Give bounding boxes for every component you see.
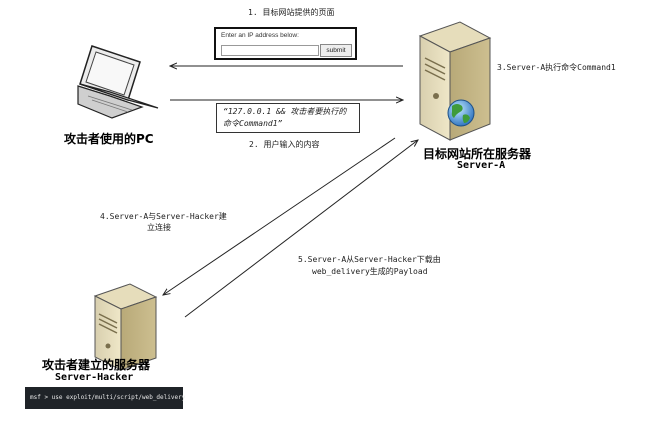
ip-input-form: Enter an IP address below: submit	[214, 27, 357, 60]
pc-title: 攻击者使用的PC	[64, 132, 154, 146]
arrow-hacker-to-server	[184, 140, 418, 318]
step-3-label: 3.Server-A执行命令Command1	[497, 63, 616, 72]
hacker-server-subtitle: Server-Hacker	[55, 372, 134, 383]
ip-address-input[interactable]	[221, 45, 319, 56]
step-2-label: 2. 用户输入的内容	[249, 140, 320, 149]
step-5-label-line-1: 5.Server-A从Server-Hacker下载由	[298, 255, 441, 264]
server-a-title: 目标网站所在服务器	[423, 147, 532, 161]
server-a-subtitle: Server-A	[457, 160, 506, 171]
server-hacker-icon	[93, 283, 158, 371]
step-4-label-line-2: 立连接	[147, 223, 171, 232]
arrow-server-to-hacker	[163, 137, 396, 295]
laptop-icon	[77, 45, 159, 119]
step-4-label-line-1: 4.Server-A与Server-Hacker建	[100, 212, 227, 221]
ip-form-label: Enter an IP address below:	[221, 32, 299, 39]
payload-box: “127.0.0.1 && 攻击者要执行的 命令Command1”	[216, 103, 360, 133]
hacker-server-title: 攻击者建立的服务器	[42, 358, 151, 372]
step-5-label-line-2: web_delivery生成的Payload	[312, 267, 428, 276]
step-1-label: 1. 目标网站提供的页面	[248, 8, 335, 17]
payload-line-2: 命令Command1”	[223, 119, 283, 128]
payload-line-1: “127.0.0.1 && 攻击者要执行的	[223, 107, 347, 116]
server-a-icon	[418, 21, 492, 141]
submit-button[interactable]: submit	[320, 44, 352, 57]
msf-terminal: msf > use exploit/multi/script/web_deliv…	[25, 387, 185, 409]
